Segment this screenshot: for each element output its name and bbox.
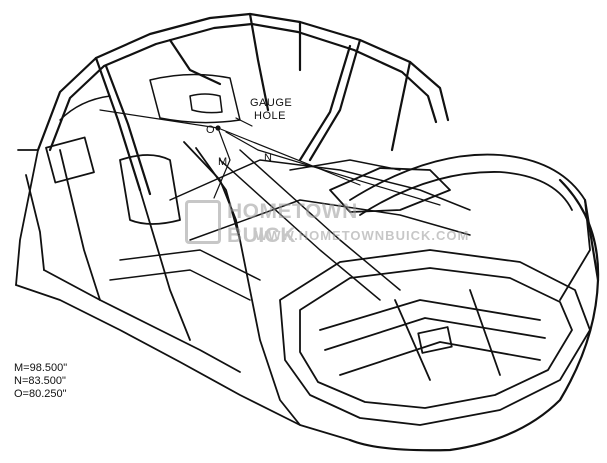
watermark: HOMETOWN BUICK WWW.HOMETOWNBUICK.COM xyxy=(185,198,468,250)
point-m-label: M xyxy=(218,156,228,168)
rear-seat-panel xyxy=(329,153,591,301)
roof-frame xyxy=(36,12,450,196)
cowl-area xyxy=(59,73,241,124)
rear-floor xyxy=(279,249,591,426)
watermark-badge-icon xyxy=(185,200,221,244)
rear-outer-edge xyxy=(348,178,600,452)
floor-pan xyxy=(109,149,471,301)
gauge-hole-label-line2: HOLE xyxy=(254,110,286,122)
watermark-url: WWW.HOMETOWNBUICK.COM xyxy=(255,228,470,243)
measurement-m: M=98.500" xyxy=(14,362,68,374)
left-body-side xyxy=(15,136,351,441)
gauge-hole-label-line1: GAUGE xyxy=(250,97,293,109)
measurement-o: O=80.250" xyxy=(14,388,67,400)
point-n-label: N xyxy=(264,152,273,164)
watermark-brand: HOMETOWN BUICK xyxy=(227,200,358,247)
point-o-label: O xyxy=(206,124,216,136)
measurement-n: N=83.500" xyxy=(14,375,66,387)
gauge-measurement-lines xyxy=(99,109,441,206)
